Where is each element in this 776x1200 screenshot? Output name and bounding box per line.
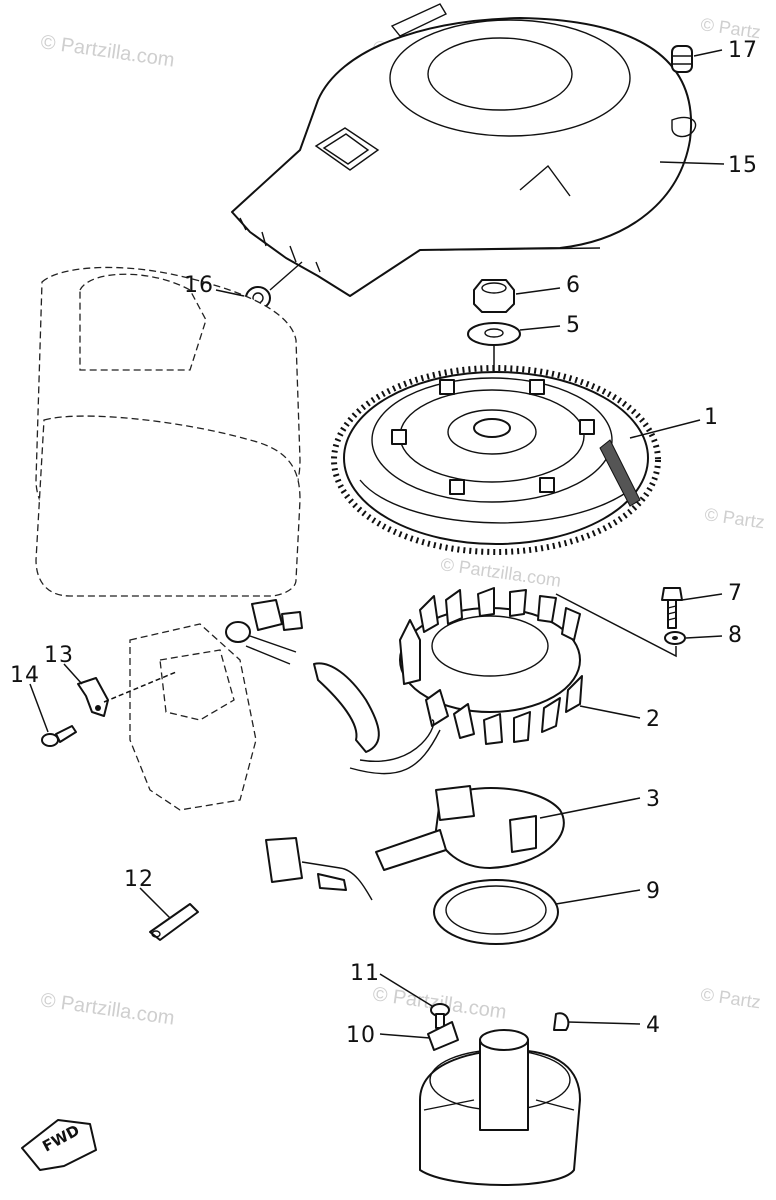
leader-14 [29, 683, 49, 733]
part-lower-housing [419, 1029, 581, 1186]
leader-11 [379, 973, 433, 1007]
leader-15 [659, 161, 725, 165]
part-pulser-coil [265, 785, 565, 901]
callout-17: 17 [728, 38, 758, 63]
part-wiring-harness [225, 599, 441, 775]
watermark-mid-right: © Partz [703, 504, 765, 532]
leader-7 [681, 593, 723, 601]
callout-11: 11 [350, 961, 380, 986]
leader-12 [139, 887, 171, 919]
leader-1 [629, 419, 701, 439]
callout-12: 12 [124, 867, 154, 892]
callout-3: 3 [646, 787, 661, 812]
leader-stator-bolt-axis [555, 593, 677, 658]
fwd-arrow: FWD [21, 1119, 97, 1171]
watermark-mid-center: © Partzilla.com [439, 554, 562, 591]
leader-5 [519, 325, 561, 331]
callout-9: 9 [646, 879, 661, 904]
callout-14: 14 [10, 663, 40, 688]
part-clip-12 [149, 903, 199, 941]
callout-10: 10 [346, 1023, 376, 1048]
callout-16: 16 [184, 273, 214, 298]
leader-2 [579, 705, 641, 719]
callout-5: 5 [566, 313, 581, 338]
callout-15: 15 [728, 153, 758, 178]
callout-2: 2 [646, 707, 661, 732]
callout-13: 13 [44, 643, 74, 668]
leader-3 [539, 797, 641, 819]
ghost-engine-lower [129, 623, 257, 811]
leader-8 [685, 635, 723, 639]
part-stator [399, 587, 583, 745]
leader-16 [215, 289, 245, 297]
part-clip-10 [427, 1021, 459, 1051]
leader-17 [693, 49, 723, 57]
leader-9 [555, 889, 641, 905]
callout-1: 1 [704, 405, 719, 430]
callout-4: 4 [646, 1013, 661, 1038]
leader-10 [379, 1033, 431, 1039]
part-bracket-13 [77, 677, 109, 717]
callout-6: 6 [566, 273, 581, 298]
part-stator-washer [664, 631, 686, 645]
part-ring [433, 879, 559, 945]
part-flywheel-cover [231, 3, 697, 297]
callout-7: 7 [728, 581, 743, 606]
callout-8: 8 [728, 623, 743, 648]
leader-4 [567, 1021, 641, 1025]
part-flywheel [331, 365, 661, 555]
leader-bracket-axis [103, 671, 177, 703]
part-stator-bolt [661, 587, 683, 629]
watermark-bottom-right: © Partz [699, 984, 761, 1012]
watermark-top-left: © Partzilla.com [39, 31, 176, 72]
leader-13 [63, 663, 83, 685]
watermark-bottom-left: © Partzilla.com [39, 989, 176, 1030]
part-grommet-top [671, 45, 693, 73]
part-key-4 [553, 1012, 570, 1031]
callouts: 17 15 16 6 5 1 7 8 2 3 9 4 11 10 12 13 1 [10, 38, 758, 1048]
leader-6 [515, 287, 561, 295]
ghost-engine-block [35, 266, 301, 597]
part-screw-14 [41, 725, 77, 747]
part-flywheel-nut [473, 279, 515, 313]
part-flywheel-washer [467, 322, 521, 346]
